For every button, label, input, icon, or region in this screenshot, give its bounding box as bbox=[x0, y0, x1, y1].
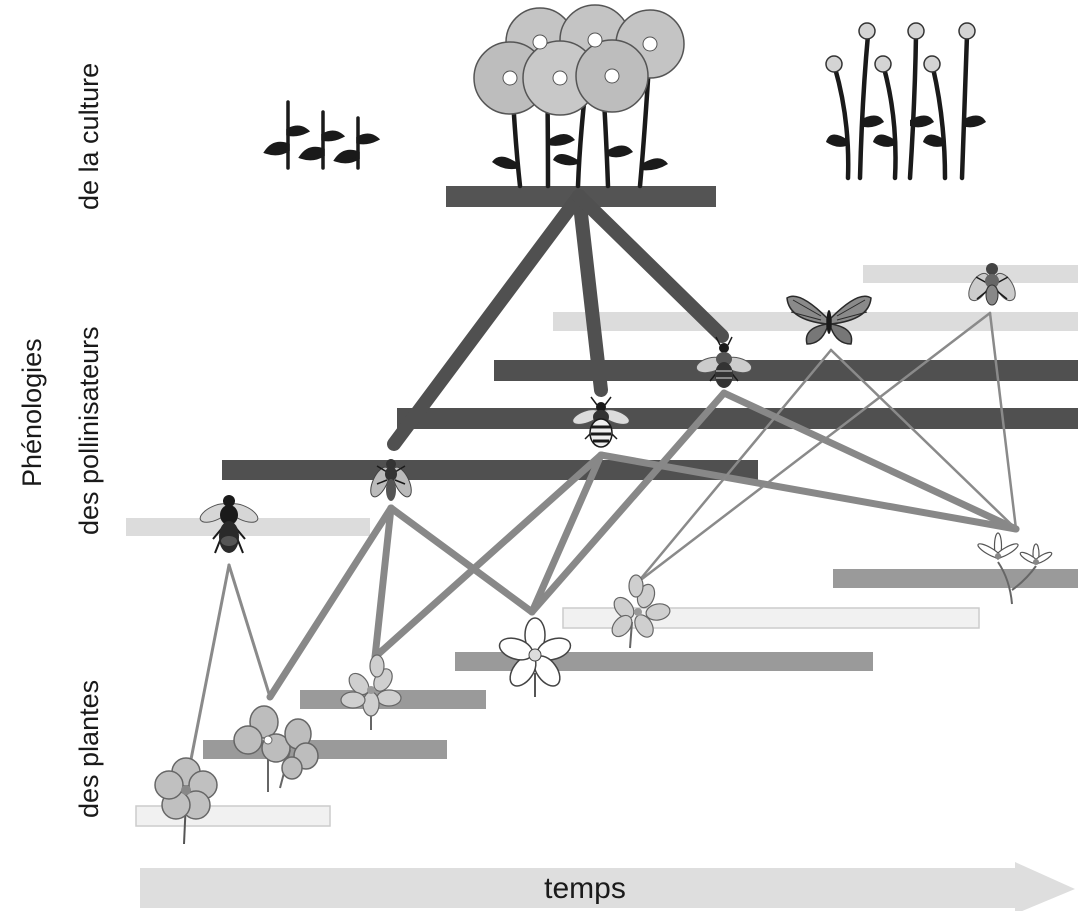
hoverfly-icon bbox=[370, 459, 412, 501]
time-arrow: temps bbox=[140, 862, 1075, 911]
plant-link bbox=[387, 504, 536, 616]
plant-bars bbox=[135, 569, 1078, 827]
plant-link bbox=[829, 348, 1018, 531]
flower-icon bbox=[977, 532, 1053, 605]
seedling-icon bbox=[263, 100, 381, 170]
plant-link bbox=[371, 504, 395, 661]
flower-icon bbox=[233, 705, 319, 792]
plant-link bbox=[371, 451, 605, 661]
label-plants: des plantes bbox=[74, 680, 104, 818]
plant-link bbox=[636, 311, 992, 584]
crop-link bbox=[572, 189, 729, 343]
label-culture: de la culture bbox=[74, 63, 104, 210]
pollinator-bar bbox=[863, 265, 1078, 283]
flowering-crop-icon bbox=[473, 4, 685, 189]
pollinator-bars bbox=[126, 265, 1078, 536]
time-label: temps bbox=[544, 872, 626, 905]
plant-link bbox=[720, 389, 1020, 533]
label-phenologies: Phénologies bbox=[17, 338, 47, 487]
plant-bar bbox=[833, 569, 1078, 588]
pollinator-bar bbox=[126, 518, 370, 536]
butterfly-icon bbox=[786, 295, 872, 345]
plant-link bbox=[528, 451, 605, 616]
crop-pollinator-links bbox=[387, 189, 729, 451]
seeding-crop-icon bbox=[825, 22, 986, 181]
plant-link bbox=[597, 451, 1020, 533]
flower-icon bbox=[340, 654, 402, 730]
plant-link bbox=[184, 563, 231, 787]
crop-link bbox=[572, 189, 608, 397]
plant-link bbox=[266, 504, 395, 701]
plant-link bbox=[528, 389, 728, 616]
pollinator-bar bbox=[494, 360, 1078, 381]
honeybee-icon bbox=[572, 396, 630, 448]
plant-link bbox=[636, 348, 833, 584]
flower-icon bbox=[154, 757, 218, 845]
time-arrow-shape bbox=[140, 862, 1075, 911]
crop-link bbox=[387, 189, 586, 451]
flower-icon bbox=[498, 617, 572, 697]
pollinator-bar bbox=[397, 408, 1078, 429]
solitary-bee-icon bbox=[695, 336, 753, 388]
row-labels: de la culture Phénologies des pollinisat… bbox=[17, 63, 104, 818]
label-pollinators: des pollinisateurs bbox=[74, 326, 104, 535]
flower-icon bbox=[611, 574, 671, 649]
bumblebee-icon bbox=[199, 495, 259, 554]
fly-icon bbox=[968, 263, 1016, 306]
plant-pollinator-links bbox=[184, 311, 1020, 787]
plant-link bbox=[227, 563, 272, 699]
plant-link bbox=[988, 311, 1018, 531]
pollinator-bar bbox=[222, 460, 758, 480]
